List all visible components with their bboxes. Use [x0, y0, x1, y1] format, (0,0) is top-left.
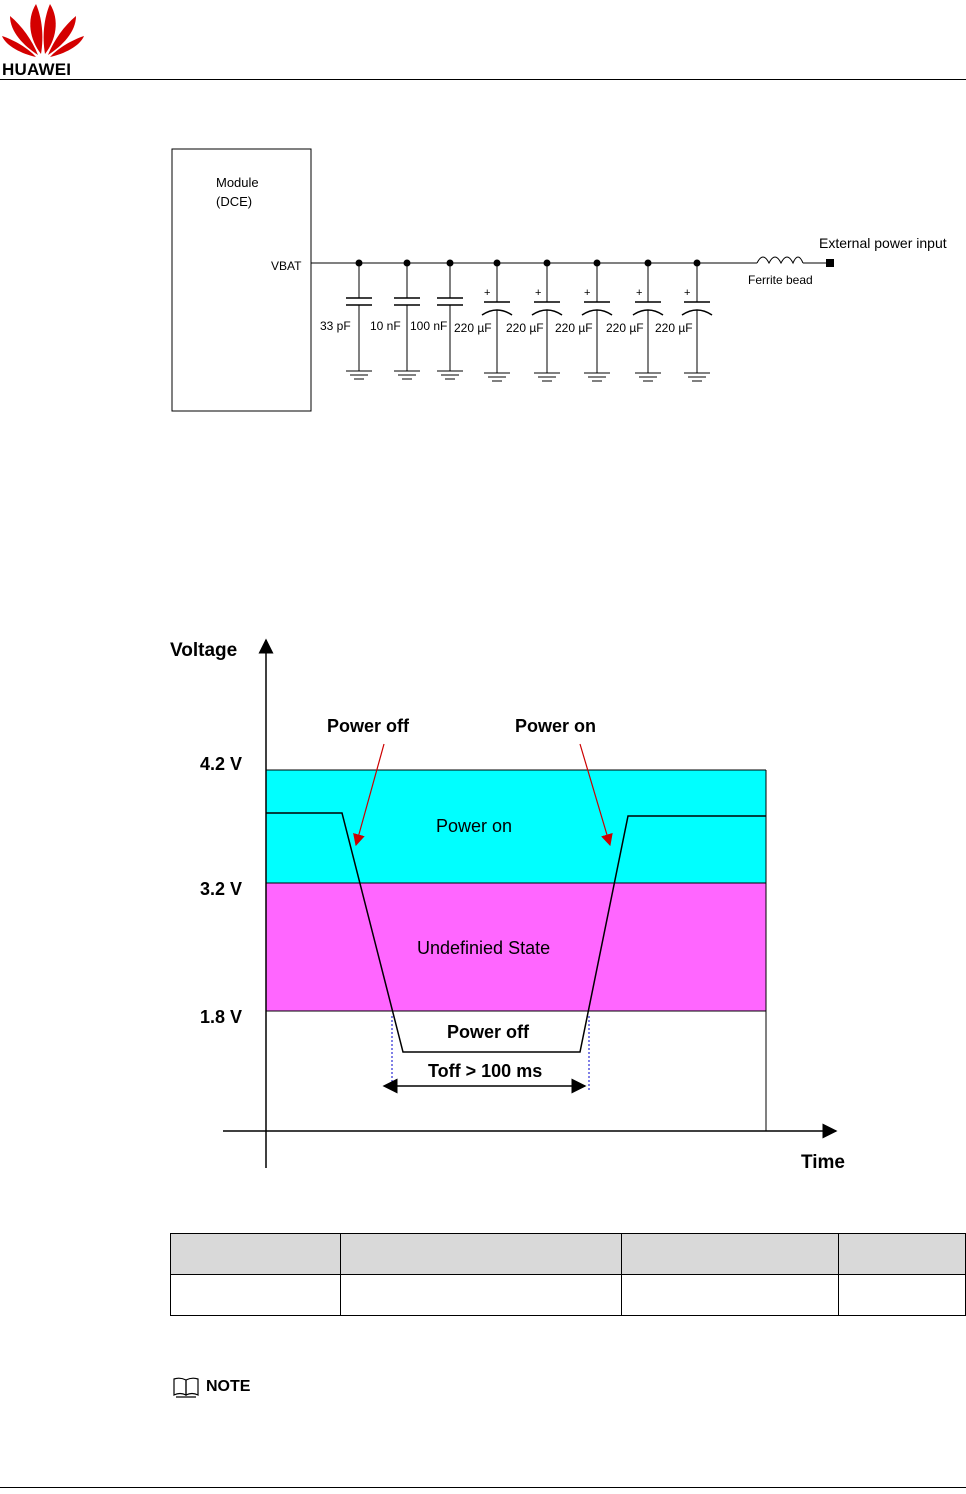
- y-axis-label: Voltage: [170, 640, 237, 661]
- power-off-zone-label: Power off: [447, 1022, 530, 1042]
- huawei-petals-icon: [2, 4, 84, 57]
- power-timing-diagram: Voltage Time 4.2 V 3.2 V 1.8 V Power off…: [170, 638, 845, 1173]
- power-on-zone: [266, 770, 766, 883]
- undefined-state-zone: [266, 883, 766, 1011]
- plus-mark-2: +: [535, 287, 541, 299]
- module-box: [171, 148, 312, 412]
- capacitor-10nf: [394, 259, 420, 380]
- module-dce-label: (DCE): [216, 194, 252, 209]
- capacitor-220uf-5: [681, 259, 713, 382]
- table-cell: [838, 1274, 966, 1316]
- x-axis-label: Time: [801, 1152, 845, 1173]
- table-header-cell: [170, 1233, 341, 1275]
- table-header-row: [170, 1233, 966, 1275]
- module-label: Module: [216, 175, 259, 190]
- vbat-label: VBAT: [271, 259, 302, 273]
- footer-divider: [0, 1487, 966, 1488]
- voltage-waveform: [266, 812, 766, 1053]
- capacitor-100nf: [437, 259, 463, 380]
- table-header-cell: [340, 1233, 622, 1275]
- ferrite-bead-icon: [756, 256, 804, 265]
- ferrite-label: Ferrite bead: [748, 273, 813, 287]
- spec-table: [170, 1233, 966, 1316]
- cap-label-7: 220 µF: [606, 321, 644, 335]
- cap-label-1: 33 pF: [320, 319, 351, 333]
- power-supply-circuit-diagram: Module (DCE) VBAT Ferrite bead External …: [171, 148, 947, 412]
- cap-label-5: 220 µF: [506, 321, 544, 335]
- level-1-8v: 1.8 V: [200, 1007, 242, 1027]
- power-on-zone-label: Power on: [436, 816, 512, 836]
- capacitor-220uf-2: [531, 259, 563, 382]
- power-on-callout: Power on: [515, 716, 596, 736]
- note-label: NOTE: [206, 1378, 251, 1395]
- table-header-cell: [621, 1233, 839, 1275]
- note-callout: NOTE: [172, 1376, 250, 1398]
- undefined-zone-label: Undefinied State: [417, 938, 550, 958]
- capacitor-220uf-3: [581, 259, 613, 382]
- header-divider: [0, 79, 966, 80]
- cap-label-6: 220 µF: [555, 321, 593, 335]
- level-4-2v: 4.2 V: [200, 754, 242, 774]
- power-off-callout: Power off: [327, 716, 410, 736]
- power-on-pointer: [579, 743, 613, 847]
- cap-label-4: 220 µF: [454, 321, 492, 335]
- plus-mark-5: +: [684, 287, 690, 299]
- table-cell: [170, 1274, 341, 1316]
- external-terminal: [826, 259, 834, 267]
- capacitor-220uf-1: [481, 259, 513, 382]
- table-header-cell: [838, 1233, 966, 1275]
- table-row: [170, 1274, 966, 1316]
- book-icon: [173, 1377, 199, 1398]
- capacitor-33pf: [346, 259, 372, 380]
- cap-label-8: 220 µF: [655, 321, 693, 335]
- cap-label-2: 10 nF: [370, 319, 401, 333]
- cap-label-3: 100 nF: [410, 319, 447, 333]
- brand-name: HUAWEI: [2, 60, 72, 79]
- toff-label: Toff > 100 ms: [428, 1061, 542, 1081]
- plus-mark-4: +: [636, 287, 642, 299]
- huawei-logo: HUAWEI: [0, 0, 90, 80]
- level-3-2v: 3.2 V: [200, 879, 242, 899]
- external-input-label: External power input: [819, 235, 947, 251]
- power-off-pointer: [353, 743, 385, 847]
- plus-mark-3: +: [584, 287, 590, 299]
- table-cell: [621, 1274, 839, 1316]
- capacitor-220uf-4: [632, 259, 664, 382]
- plus-mark-1: +: [484, 287, 490, 299]
- table-cell: [340, 1274, 622, 1316]
